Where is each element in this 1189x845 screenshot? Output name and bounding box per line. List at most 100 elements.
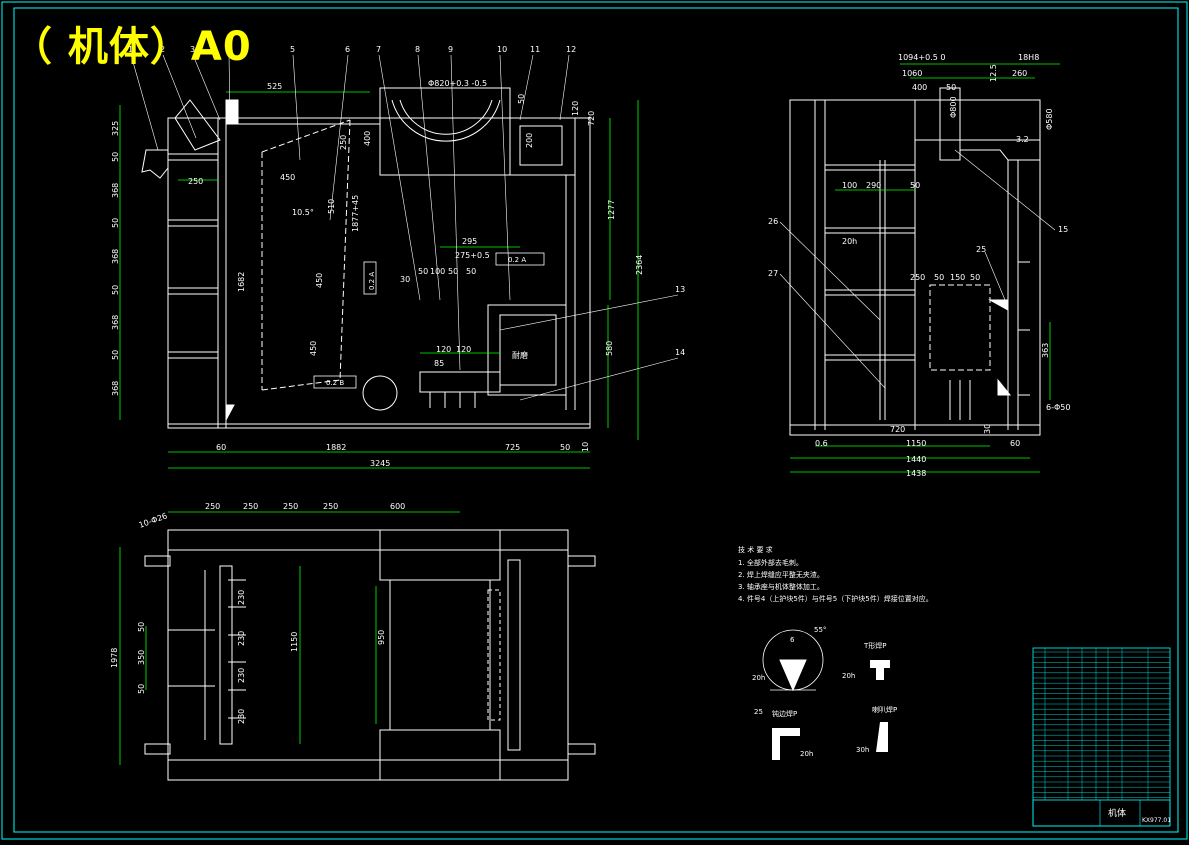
svg-text:1682: 1682 bbox=[237, 272, 246, 292]
part-leader-10 bbox=[499, 54, 511, 301]
svg-text:50: 50 bbox=[111, 285, 120, 295]
svg-text:50: 50 bbox=[111, 218, 120, 228]
part-leader-2 bbox=[162, 54, 197, 139]
side-dim-texts: 1094+0.5 0 1060 400 50 18H8 260 Φ800 12.… bbox=[768, 53, 1070, 478]
tol-frame-1: 0.2 A bbox=[368, 272, 376, 290]
part-leader-5 bbox=[292, 54, 301, 161]
dim-side-1094: 1094+0.5 0 bbox=[898, 53, 945, 62]
svg-text:1060: 1060 bbox=[902, 69, 922, 78]
part-leader-14 bbox=[519, 357, 679, 401]
svg-text:50: 50 bbox=[910, 181, 920, 190]
dim-front-200: 200 bbox=[525, 133, 534, 148]
svg-text:50: 50 bbox=[137, 684, 146, 694]
svg-text:1978: 1978 bbox=[110, 648, 119, 668]
svg-text:26: 26 bbox=[768, 217, 778, 226]
svg-text:T形焊P: T形焊P bbox=[863, 641, 887, 650]
svg-text:250: 250 bbox=[205, 502, 220, 511]
svg-text:275+0.5: 275+0.5 bbox=[455, 251, 490, 260]
plan-view bbox=[144, 529, 596, 781]
part-leader-13 bbox=[499, 294, 679, 331]
svg-text:350: 350 bbox=[137, 650, 146, 665]
part-number-6: 6 bbox=[345, 45, 350, 54]
svg-text:450: 450 bbox=[280, 173, 295, 182]
dim-front-400: 400 bbox=[363, 131, 372, 146]
svg-text:50: 50 bbox=[934, 273, 944, 282]
svg-text:12.5: 12.5 bbox=[989, 64, 998, 82]
svg-text:3. 轴承座与机体整体加工。: 3. 轴承座与机体整体加工。 bbox=[738, 582, 824, 591]
side-view bbox=[789, 87, 1041, 436]
svg-text:725: 725 bbox=[505, 443, 520, 452]
side-ribs bbox=[825, 164, 915, 361]
front-view bbox=[141, 87, 591, 429]
svg-text:2. 焊上焊缝应平整无夹渣。: 2. 焊上焊缝应平整无夹渣。 bbox=[738, 570, 824, 579]
part-leader-9 bbox=[450, 54, 461, 371]
svg-text:250: 250 bbox=[910, 273, 925, 282]
part-number-1: 1 bbox=[128, 45, 133, 54]
part-leader-1 bbox=[130, 54, 159, 151]
svg-text:6-Φ50: 6-Φ50 bbox=[1046, 403, 1070, 412]
svg-text:Φ580: Φ580 bbox=[1045, 108, 1054, 130]
svg-text:60: 60 bbox=[1010, 439, 1020, 448]
part-number-3: 3 bbox=[190, 45, 195, 54]
svg-text:150: 150 bbox=[950, 273, 965, 282]
svg-text:20h: 20h bbox=[752, 674, 765, 682]
svg-text:368: 368 bbox=[111, 183, 120, 198]
part-number-2: 2 bbox=[160, 45, 165, 54]
svg-text:25: 25 bbox=[754, 708, 763, 716]
svg-text:50: 50 bbox=[137, 622, 146, 632]
part-number-8: 8 bbox=[415, 45, 420, 54]
title-block: 机体 KX977.01 bbox=[1032, 647, 1171, 827]
svg-text:50: 50 bbox=[111, 152, 120, 162]
part-number-7: 7 bbox=[376, 45, 381, 54]
svg-text:250: 250 bbox=[243, 502, 258, 511]
svg-text:50: 50 bbox=[970, 273, 980, 282]
svg-text:30: 30 bbox=[983, 424, 992, 434]
front-body-outline bbox=[167, 117, 591, 429]
svg-text:25: 25 bbox=[976, 245, 986, 254]
svg-text:耐磨: 耐磨 bbox=[512, 350, 528, 360]
dim-front-bearing-dia: Φ820+0.3 -0.5 bbox=[428, 79, 487, 88]
svg-text:1440: 1440 bbox=[906, 455, 926, 464]
svg-text:1877+45: 1877+45 bbox=[351, 195, 360, 232]
dim-front-525: 525 bbox=[267, 82, 282, 91]
svg-text:230: 230 bbox=[237, 631, 246, 646]
tolerance-frames: 0.2 A 0.2 A 0.2 B bbox=[313, 252, 545, 389]
title-block-code: KX977.01 bbox=[1142, 817, 1171, 824]
part-number-10: 10 bbox=[497, 45, 507, 54]
technical-notes: 技 术 要 求 1. 全部外部去毛刺。 2. 焊上焊缝应平整无夹渣。 3. 轴承… bbox=[738, 545, 933, 603]
plan-view-dims bbox=[119, 511, 460, 765]
svg-text:1438: 1438 bbox=[906, 469, 926, 478]
svg-text:50: 50 bbox=[418, 267, 428, 276]
svg-text:1882: 1882 bbox=[326, 443, 346, 452]
svg-text:230: 230 bbox=[237, 709, 246, 724]
svg-text:580: 580 bbox=[605, 341, 614, 356]
svg-text:368: 368 bbox=[111, 249, 120, 264]
svg-text:50: 50 bbox=[946, 83, 956, 92]
tol-frame-2: 0.2 A bbox=[508, 256, 526, 264]
part-leader-11 bbox=[519, 54, 534, 121]
svg-text:3.2: 3.2 bbox=[1016, 135, 1029, 144]
part-leader-6 bbox=[329, 54, 349, 221]
front-shaft-circle bbox=[362, 375, 398, 411]
side-body-outline bbox=[789, 99, 1041, 436]
svg-text:6: 6 bbox=[790, 636, 795, 644]
svg-text:20h: 20h bbox=[842, 672, 855, 680]
svg-text:20h: 20h bbox=[842, 237, 857, 246]
svg-text:600: 600 bbox=[390, 502, 405, 511]
front-left-ribs bbox=[168, 153, 218, 359]
part-number-9: 9 bbox=[448, 45, 453, 54]
svg-text:0.6: 0.6 bbox=[815, 439, 828, 448]
svg-text:260: 260 bbox=[1012, 69, 1027, 78]
svg-text:1. 全部外部去毛刺。: 1. 全部外部去毛刺。 bbox=[738, 558, 803, 567]
svg-text:10: 10 bbox=[581, 442, 590, 452]
part-number-11: 11 bbox=[530, 45, 540, 54]
svg-text:15: 15 bbox=[1058, 225, 1068, 234]
dim-front-50: 50 bbox=[517, 94, 526, 104]
svg-text:950: 950 bbox=[377, 630, 386, 645]
svg-text:120: 120 bbox=[436, 345, 451, 354]
part-number-12: 12 bbox=[566, 45, 576, 54]
part-leader-12 bbox=[559, 54, 570, 121]
svg-text:60: 60 bbox=[216, 443, 226, 452]
